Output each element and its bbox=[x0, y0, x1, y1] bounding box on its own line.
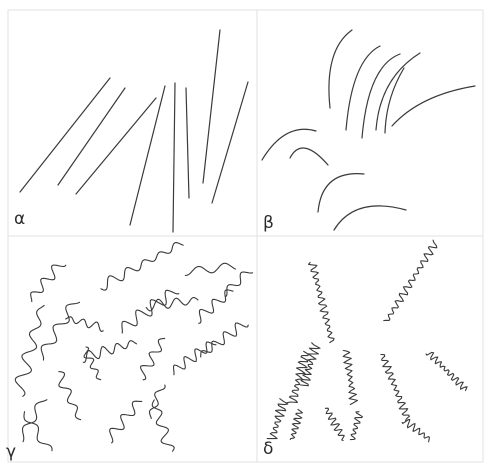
gamma-fiber bbox=[150, 385, 166, 419]
beta-fiber bbox=[329, 30, 352, 108]
gamma-fiber bbox=[141, 338, 165, 379]
gamma-fiber bbox=[41, 302, 79, 360]
gamma-fiber bbox=[31, 265, 66, 302]
gamma-fiber bbox=[185, 263, 235, 275]
gamma-fiber bbox=[226, 272, 253, 296]
panel-label-delta: δ bbox=[263, 441, 273, 458]
beta-fiber bbox=[262, 129, 316, 160]
gamma-fiber bbox=[174, 342, 217, 375]
alpha-fiber bbox=[130, 86, 165, 225]
panel-beta bbox=[257, 10, 483, 236]
beta-fiber bbox=[334, 206, 406, 230]
delta-fiber bbox=[267, 399, 288, 439]
gamma-fiber bbox=[83, 341, 136, 363]
beta-fiber bbox=[346, 46, 380, 130]
gamma-fiber-group bbox=[15, 243, 252, 452]
panel-label-beta: β bbox=[263, 215, 274, 232]
alpha-fiber bbox=[76, 98, 156, 194]
delta-fiber bbox=[384, 240, 437, 320]
alpha-fiber-group bbox=[20, 30, 248, 232]
delta-fiber bbox=[301, 343, 320, 386]
delta-fiber bbox=[309, 263, 334, 343]
delta-fiber bbox=[381, 354, 410, 421]
beta-fiber bbox=[290, 148, 328, 165]
beta-fiber bbox=[362, 54, 400, 138]
delta-fiber-group bbox=[267, 240, 467, 442]
alpha-fiber bbox=[186, 88, 189, 198]
gamma-fiber bbox=[201, 323, 249, 357]
panel-label-alpha: α bbox=[14, 211, 25, 228]
gamma-fiber bbox=[110, 401, 142, 443]
delta-fiber bbox=[290, 410, 302, 440]
delta-fiber bbox=[402, 420, 429, 442]
gamma-fiber bbox=[199, 290, 233, 323]
delta-fiber bbox=[350, 412, 362, 440]
panel-alpha bbox=[8, 10, 257, 236]
alpha-fiber bbox=[173, 83, 175, 232]
beta-fiber bbox=[392, 86, 475, 126]
delta-fiber bbox=[343, 350, 357, 404]
gamma-fiber bbox=[101, 243, 183, 291]
gamma-fiber bbox=[15, 306, 44, 397]
beta-fiber bbox=[376, 53, 420, 130]
panel-delta bbox=[257, 236, 483, 462]
beta-fiber bbox=[318, 174, 364, 212]
delta-fiber bbox=[287, 351, 308, 402]
gamma-fiber bbox=[84, 347, 101, 380]
beta-fiber-group bbox=[262, 30, 475, 230]
alpha-fiber bbox=[212, 82, 248, 203]
delta-fiber bbox=[426, 352, 467, 390]
gamma-fiber bbox=[146, 298, 198, 311]
gamma-fiber bbox=[152, 400, 174, 451]
gamma-fiber bbox=[122, 290, 179, 333]
panel-gamma bbox=[8, 236, 257, 462]
alpha-fiber bbox=[203, 30, 220, 183]
delta-fiber bbox=[325, 408, 344, 440]
gamma-fiber bbox=[24, 412, 52, 451]
alpha-fiber bbox=[58, 88, 125, 185]
gamma-fiber bbox=[59, 372, 81, 420]
gamma-fiber bbox=[66, 317, 104, 332]
panel-label-gamma: γ bbox=[6, 444, 16, 461]
